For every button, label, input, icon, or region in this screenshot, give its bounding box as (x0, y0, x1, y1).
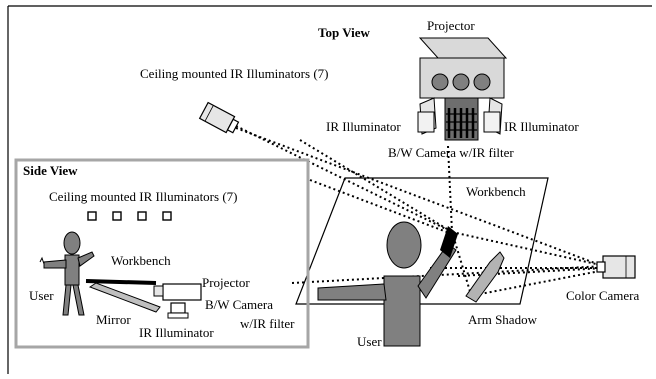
main-user-figure (317, 221, 458, 347)
top-view-projector (418, 37, 508, 99)
top-view-ir-illuminator-right-label: IR Illuminator (504, 119, 579, 134)
side-view-mirror-label: Mirror (96, 312, 131, 327)
ceiling-illuminators-label: Ceiling mounted IR Illuminators (7) (140, 66, 328, 81)
projector-lens-icon (153, 285, 164, 297)
ir-illuminator-icon (112, 211, 122, 221)
side-view-ceiling-illuminators (87, 211, 172, 221)
side-view-ir-illuminator (167, 312, 189, 319)
ceiling-ir-illuminator-icon (198, 101, 240, 134)
ir-illuminator-icon (162, 211, 172, 221)
side-view-camera (170, 302, 186, 314)
side-view-workbench-label: Workbench (111, 253, 171, 268)
side-view-user-label: User (29, 288, 54, 303)
side-view-workbench (85, 279, 157, 285)
stylus-icon (440, 226, 458, 258)
side-view-mirror (88, 282, 161, 313)
main-user-label: User (357, 334, 382, 349)
side-view-ceiling-label: Ceiling mounted IR Illuminators (7) (49, 189, 237, 204)
side-view-group: Side View Ceiling mounted IR Illuminator… (14, 158, 310, 349)
top-view-ir-illuminator-left-label: IR Illuminator (326, 119, 401, 134)
ir-illuminator-icon (137, 211, 147, 221)
color-camera-icon (596, 255, 636, 279)
arm-shadow (465, 251, 505, 303)
color-camera-label: Color Camera (566, 288, 640, 303)
top-view-camera (444, 97, 479, 141)
side-view-ir-illuminator-label: IR Illuminator (139, 325, 214, 340)
projector-lens-icon (473, 73, 491, 91)
top-view-camera-label: B/W Camera w/IR filter (388, 145, 514, 160)
top-view-group: Top View Projector (318, 18, 579, 160)
main-workbench-label: Workbench (466, 184, 526, 199)
arm-shadow-label: Arm Shadow (468, 312, 538, 327)
figure-frame (7, 5, 652, 374)
side-view-camera-label-line2: w/IR filter (240, 316, 295, 331)
top-view-projector-label: Projector (427, 18, 475, 33)
side-view-user-figure (39, 231, 95, 316)
side-view-camera-label-line1: B/W Camera (205, 297, 273, 312)
side-view-title: Side View (23, 163, 78, 178)
sight-lines (235, 125, 609, 299)
ir-illuminator-icon (87, 211, 97, 221)
projector-lens-icon (431, 73, 449, 91)
top-view-ir-illuminator-right (483, 97, 503, 135)
side-view-frame (14, 158, 310, 349)
side-view-projector-label: Projector (202, 275, 250, 290)
main-scene-group: Workbench User Arm Shadow (235, 125, 640, 349)
side-view-projector (162, 283, 202, 301)
top-view-title: Top View (318, 25, 371, 40)
top-view-ir-illuminator-left (417, 97, 437, 135)
projector-lens-icon (452, 73, 470, 91)
